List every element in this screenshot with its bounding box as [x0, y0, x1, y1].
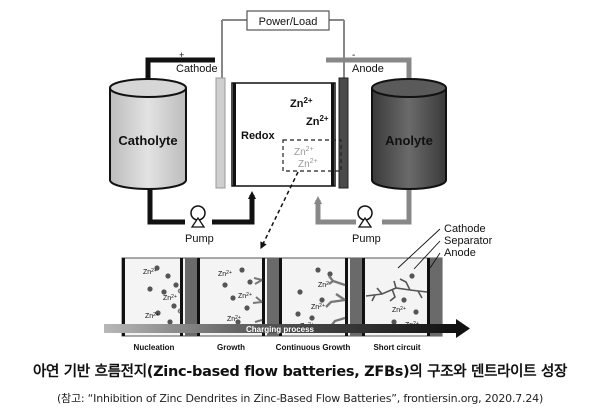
anode-label: Anode: [352, 63, 384, 75]
zn-ion-label: Zn2+: [145, 312, 159, 320]
pump-label: Pump: [185, 233, 214, 245]
electrode-legend: Cathode Separator Anode: [397, 223, 493, 270]
zn-ion-label: Zn2+: [218, 270, 232, 278]
stage-growth: Zn2+ Zn2+ Zn2+: [197, 258, 279, 336]
anode-sign: -: [352, 50, 355, 61]
cathode-label: Cathode: [176, 63, 218, 75]
power-load-label: Power/Load: [259, 16, 318, 28]
catholyte-tank: Catholyte: [109, 78, 187, 190]
dendrite-panel: Zn2+ Zn2+ Zn2+ Zn2+ Zn2+ Zn2+: [104, 257, 470, 352]
zn-ion-label: Zn2+: [311, 303, 325, 311]
legend-leader-cathode: [397, 228, 441, 269]
zn-ion-label: Zn2+: [163, 294, 177, 302]
charging-process-arrowhead: [456, 319, 470, 338]
zn-ion-label: Zn2+: [238, 292, 252, 300]
catholyte-supply-flow-arrow: [212, 191, 256, 225]
legend-leader-anode: [429, 252, 441, 269]
legend-separator-label: Separator: [444, 235, 493, 247]
zn-ion-label: Zn2+: [227, 315, 241, 323]
cathode-current-collector: [233, 83, 236, 186]
cathode-sign: +: [179, 50, 184, 60]
stage-continuous-growth: Zn2+ Zn2+ Zn2+: [279, 258, 362, 336]
stage-short-circuit: Zn2+ Zn2+: [362, 258, 442, 336]
anode-electrode: [338, 77, 349, 189]
cathode-electrode: [215, 77, 226, 189]
stage-label-continuous-growth: Continuous Growth: [276, 343, 351, 352]
zoom-region-box: [282, 139, 342, 172]
zfb-structure-diagram: Power/Load Catholyte Anolyte: [104, 10, 493, 352]
legend-leader-separator: [413, 240, 441, 270]
zn-ion-label: Zn2+: [294, 146, 314, 158]
stage-label-nucleation: Nucleation: [134, 343, 175, 352]
charging-process-bar: [104, 324, 456, 333]
pump-label: Pump: [352, 233, 381, 245]
catholyte-label: Catholyte: [118, 133, 177, 148]
catholyte-pump: Pump: [185, 205, 214, 245]
stage-nucleation: Zn2+ Zn2+ Zn2+: [122, 258, 197, 336]
power-load-box: [246, 10, 330, 31]
zn-ion-label: Zn2+: [298, 158, 318, 170]
charging-process-label: Charging process: [246, 325, 315, 334]
zn-ion-label: Zn2+: [306, 114, 329, 128]
zn-ion-label: Zn2+: [143, 268, 157, 276]
stage-label-growth: Growth: [217, 343, 245, 352]
anolyte-pump: Pump: [352, 205, 381, 245]
zn-ion-label: Zn2+: [290, 96, 313, 110]
anolyte-label: Anolyte: [385, 133, 433, 148]
legend-cathode-label: Cathode: [444, 223, 486, 235]
separator: [331, 83, 334, 186]
zn-ion-label: Zn2+: [392, 306, 406, 314]
figure-caption-title: 아연 기반 흐름전지(Zinc-based flow batteries, ZF…: [32, 364, 568, 380]
anolyte-outlet-pipe: [382, 187, 412, 225]
flow-cell: Redox Zn2+ Zn2+ Zn2+ Zn2+: [215, 77, 349, 189]
anolyte-supply-flow-arrow: [314, 196, 356, 225]
catholyte-outlet-pipe: [147, 187, 185, 225]
anolyte-tank: Anolyte: [371, 78, 447, 190]
stage-label-short-circuit: Short circuit: [373, 343, 420, 352]
legend-anode-label: Anode: [444, 247, 476, 259]
figure-caption-source: (참고: “Inhibition of Zinc Dendrites in Zi…: [56, 392, 544, 405]
redox-label: Redox: [241, 130, 276, 142]
power-load-circuit: Power/Load: [221, 10, 345, 83]
